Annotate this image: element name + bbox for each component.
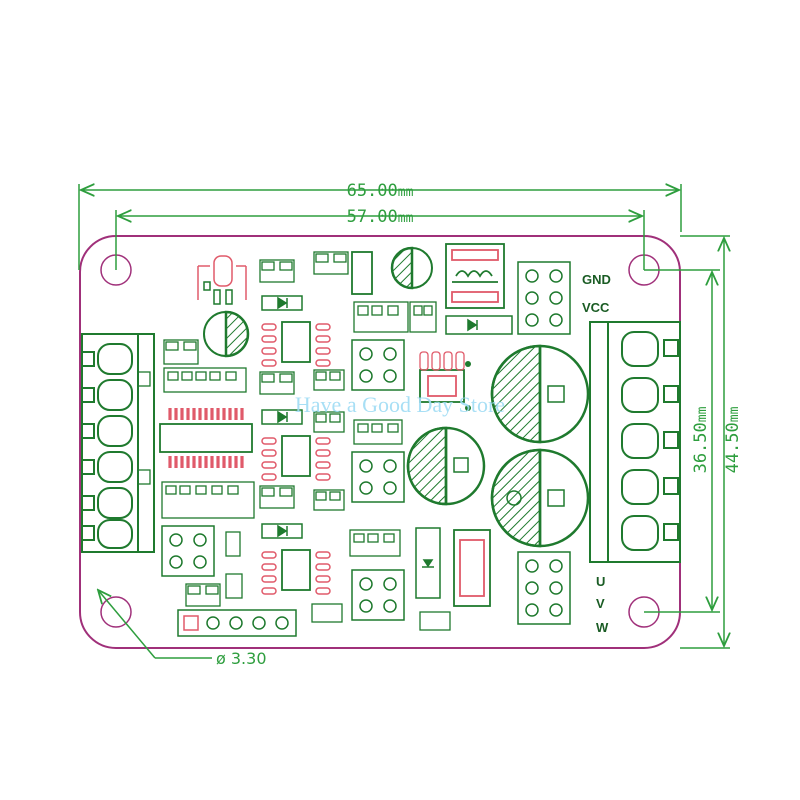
watermark: Have a Good Day Store — [295, 392, 505, 417]
pin-headers — [161, 261, 571, 637]
header-2x2-d — [161, 525, 215, 577]
capacitor-large-bottom — [490, 448, 590, 548]
label-w: W — [596, 620, 609, 635]
capacitor-small-left — [203, 310, 250, 358]
left-terminal-block — [81, 333, 155, 553]
electrolytic-capacitors — [203, 246, 590, 548]
resistor-pads — [419, 351, 471, 411]
header-2x2-c — [351, 569, 405, 621]
sensor-footprint — [197, 255, 247, 305]
label-u: U — [596, 574, 605, 589]
header-2x2-a — [351, 339, 405, 391]
smd-passives — [137, 251, 451, 631]
dim-total-width: 65.00mm — [347, 181, 414, 201]
capacitor-large-top — [490, 344, 590, 444]
mounting-hole-bottom-left — [100, 596, 132, 628]
header-bottom-row — [177, 609, 297, 637]
header-top-right — [517, 261, 571, 335]
dim-hole-spacing-y: 36.50mm — [691, 406, 711, 473]
header-bottom-right — [517, 551, 571, 625]
dim-hole-diameter: ø 3.30 — [216, 649, 267, 668]
dim-hole-spacing-x: 57.00mm — [347, 207, 414, 227]
dim-total-height: 44.50mm — [723, 406, 743, 473]
driver-ics — [261, 321, 331, 595]
header-2x2-b — [351, 451, 405, 503]
main-ic — [159, 408, 253, 468]
label-v: V — [596, 596, 605, 611]
dimension-lines — [78, 184, 730, 659]
diodes — [261, 295, 513, 599]
label-vcc: VCC — [582, 300, 610, 315]
inductor — [445, 243, 505, 309]
label-gnd: GND — [582, 272, 611, 287]
capacitor-medium — [406, 426, 486, 506]
mounting-holes — [100, 254, 660, 628]
right-terminal-block — [589, 321, 681, 563]
power-components — [351, 251, 491, 607]
capacitor-small-top — [390, 246, 433, 290]
